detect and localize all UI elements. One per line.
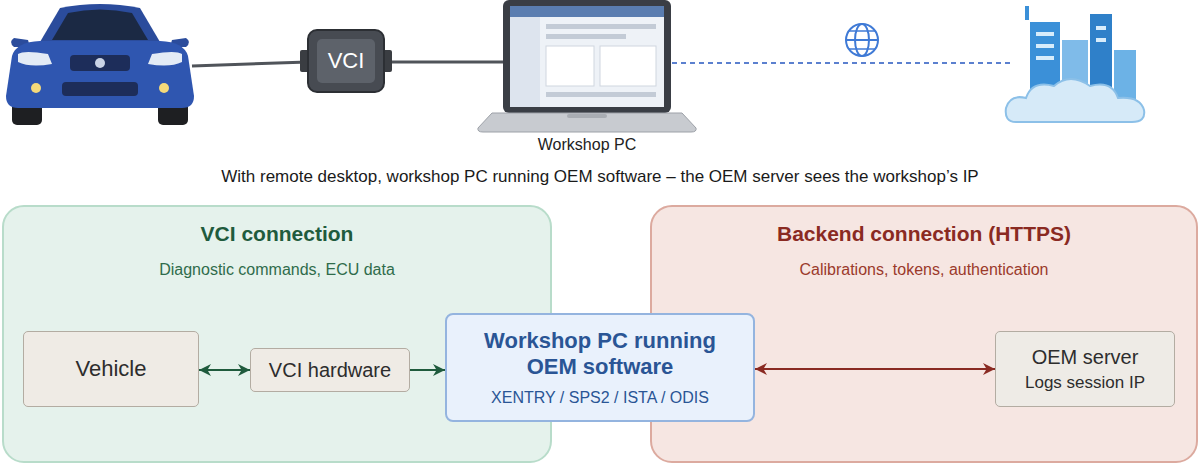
node-subtitle: Logs session IP (1025, 373, 1145, 393)
screen-line (546, 92, 656, 97)
screen-line (546, 24, 656, 29)
node-title: Vehicle (76, 356, 147, 382)
screen-panel (546, 46, 594, 86)
node-subtitle: XENTRY / SPS2 / ISTA / ODIS (491, 388, 709, 407)
node-subtitle: Calibrations, tokens, authentication (799, 260, 1048, 279)
node-title: Workshop PC running OEM software (475, 328, 725, 381)
server-window (1096, 38, 1106, 42)
globe-equator (846, 39, 878, 41)
car-logo (95, 58, 105, 68)
node-title: OEM server (1032, 345, 1139, 369)
device-label: VCI (308, 30, 384, 92)
car-windshield (52, 10, 148, 41)
server-box: OEM serverLogs session IP (995, 331, 1175, 407)
car-fog-light (159, 83, 169, 93)
laptop-screen-frame (503, 0, 671, 113)
node-title: Backend connection (HTTPS) (777, 221, 1071, 246)
connector-arrow (199, 369, 250, 371)
car-headlight (148, 52, 182, 66)
connector-arrow (755, 368, 995, 370)
device-box: VCI hardware (250, 348, 410, 392)
globe-icon (846, 24, 878, 56)
laptop-base (478, 113, 696, 132)
server-window (1036, 56, 1054, 60)
cable (192, 62, 308, 66)
vci-face (317, 39, 375, 83)
car-roof (40, 4, 160, 42)
cloud-shape (1006, 79, 1145, 122)
screen-panel (600, 46, 656, 86)
car-fog-light (31, 83, 41, 93)
device-label: Workshop PC (527, 134, 647, 156)
node-subtitle: Diagnostic commands, ECU data (159, 260, 395, 279)
laptop-screen (510, 6, 664, 107)
cable (384, 61, 505, 64)
screen-titlebar (510, 6, 664, 17)
car-headlight (18, 52, 52, 66)
internet-link (672, 62, 1012, 64)
vci-device (308, 30, 384, 92)
caption-text: With remote desktop, workshop PC running… (0, 164, 1200, 190)
car-body (6, 41, 194, 108)
server-window (1096, 26, 1106, 30)
device-box: Vehicle (23, 331, 199, 407)
car-lower-grille (62, 82, 138, 96)
connector-arrow (410, 369, 445, 371)
screen-sidebar (510, 17, 540, 107)
globe-parallel (849, 30, 875, 32)
server-window (1036, 32, 1054, 36)
server-antenna (1025, 6, 1029, 20)
node-title: VCI hardware (269, 358, 391, 382)
screen-line (546, 34, 626, 39)
node-title: VCI connection (201, 221, 354, 246)
server-window (1036, 44, 1054, 48)
process-box: Workshop PC running OEM softwareXENTRY /… (445, 313, 755, 422)
laptop-notch (567, 114, 607, 118)
car-grille (70, 55, 130, 71)
globe-parallel (849, 48, 875, 50)
